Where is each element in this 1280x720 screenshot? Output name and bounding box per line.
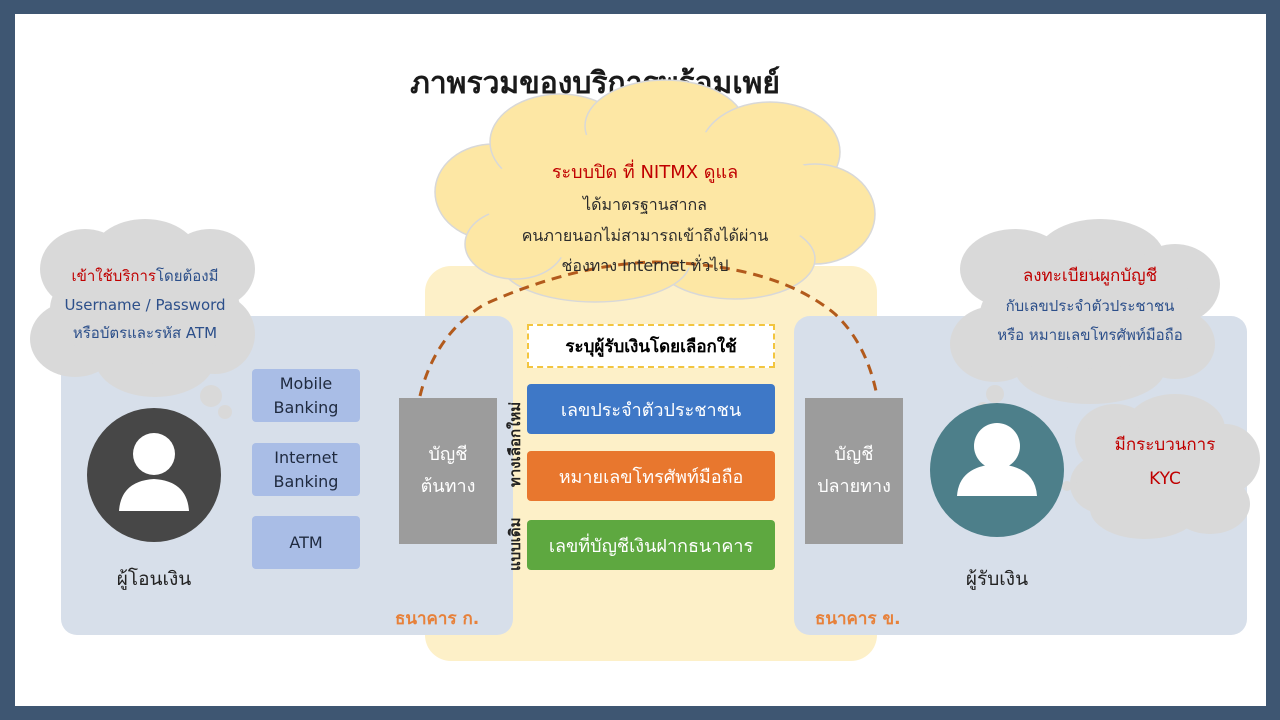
kyc-line-2: KYC: [1149, 469, 1181, 489]
option-bank-account[interactable]: เลขที่บัญชีเงินฝากธนาคาร: [527, 520, 775, 570]
dest-account-line-1: บัญชี: [834, 443, 874, 465]
sender-label: ผู้โอนเงิน: [116, 568, 192, 590]
receiver-label: ผู้รับเงิน: [965, 568, 1029, 590]
bank-a-label: ธนาคาร ก.: [395, 609, 480, 629]
slide: ภาพรวมของบริการพร้อมเพย์: [15, 14, 1266, 706]
source-account-line-1: บัญชี: [428, 443, 468, 465]
old-way-label: แบบเดิม: [506, 517, 524, 571]
receiver-cloud-line-1: กับเลขประจำตัวประชาชน: [1005, 297, 1175, 316]
source-account-line-2: ต้นทาง: [420, 476, 476, 497]
kyc-cloud-shape: [1062, 394, 1260, 539]
receiver-cloud-heading: ลงทะเบียนผูกบัญชี: [1022, 266, 1158, 286]
bank-b-label: ธนาคาร ข.: [815, 609, 901, 629]
specify-receiver-label: ระบุผู้รับเงินโดยเลือกใช้: [527, 324, 775, 368]
option-phone-number[interactable]: หมายเลขโทรศัพท์มือถือ: [527, 451, 775, 501]
receiver-person-icon: [930, 403, 1064, 537]
sender-person-icon: [87, 408, 221, 542]
channel-mobile-line-2: Banking: [273, 397, 339, 417]
nitmx-line-1: ได้มาตรฐานสากล: [583, 195, 707, 215]
channel-atm-label: ATM: [289, 532, 323, 552]
sender-cloud-shape: [30, 219, 255, 419]
nitmx-line-2: คนภายนอกไม่สามารถเข้าถึงได้ผ่าน: [521, 225, 769, 245]
source-account-box: บัญชี ต้นทาง: [399, 398, 497, 544]
option-id-number[interactable]: เลขประจำตัวประชาชน: [527, 384, 775, 434]
nitmx-line-3: ช่องทาง Internet ทั่วไป: [561, 255, 729, 275]
sender-cloud-line-1: Username / Password: [64, 295, 226, 314]
nitmx-heading: ระบบปิด ที่ NITMX ดูแล: [551, 162, 739, 183]
channel-internet-line-2: Banking: [273, 471, 339, 491]
sender-cloud-heading-red: เข้าใช้บริการ: [71, 267, 156, 285]
dashed-link-arc: [418, 260, 879, 397]
channel-internet-line-1: Internet: [274, 448, 338, 468]
sender-cloud-heading-rest: โดยต้องมี: [155, 267, 219, 285]
new-way-label: ทางเลือกใหม่: [506, 401, 524, 487]
dest-account-box: บัญชี ปลายทาง: [805, 398, 903, 544]
sender-cloud-text: เข้าใช้บริการโดยต้องมี Username / Passwo…: [35, 262, 255, 348]
receiver-cloud-shape: [950, 219, 1220, 414]
channel-atm[interactable]: ATM: [252, 516, 360, 569]
receiver-cloud-line-2: หรือ หมายเลขโทรศัพท์มือถือ: [997, 325, 1183, 344]
dest-account-line-2: ปลายทาง: [817, 476, 891, 497]
kyc-line-1: มีกระบวนการ: [1114, 435, 1216, 455]
channel-mobile-line-1: Mobile: [279, 374, 333, 394]
kyc-cloud-text: มีกระบวนการ KYC: [1090, 428, 1240, 496]
sender-cloud-line-2: หรือบัตรและรหัส ATM: [72, 324, 218, 342]
diagram-graphics: [30, 79, 1260, 542]
receiver-cloud-text: ลงทะเบียนผูกบัญชี กับเลขประจำตัวประชาชน …: [965, 260, 1215, 349]
nitmx-cloud-text: ระบบปิด ที่ NITMX ดูแล ได้มาตรฐานสากล คน…: [475, 156, 815, 281]
